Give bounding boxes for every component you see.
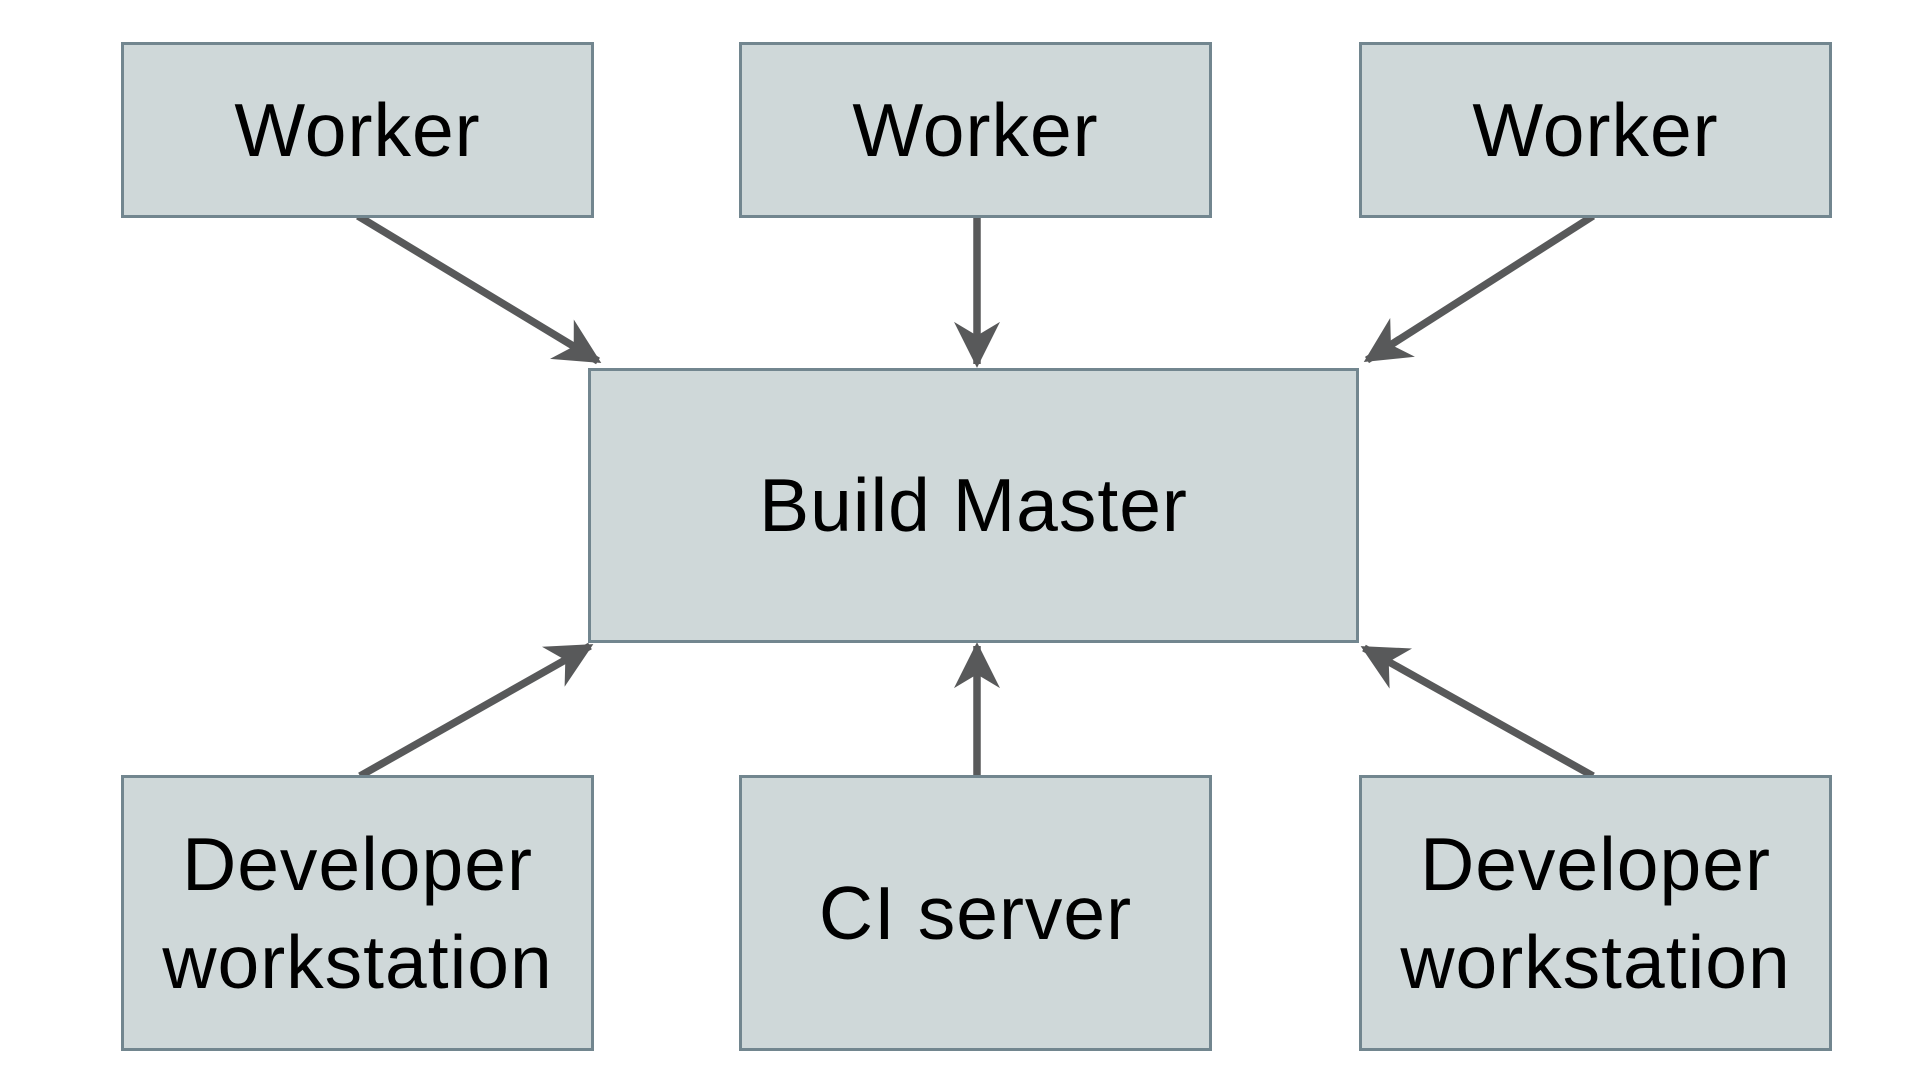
node-worker-1: Worker [121, 42, 594, 218]
node-worker-3: Worker [1359, 42, 1832, 218]
node-worker-2: Worker [739, 42, 1212, 218]
node-label-worker-1: Worker [234, 87, 481, 172]
node-ci-server: CI server [739, 775, 1212, 1051]
edge-developer-workstation-right-to-build-master [1360, 644, 1595, 780]
edge-worker-1-to-build-master [356, 212, 602, 365]
node-label-worker-2: Worker [852, 87, 1099, 172]
node-build-master: Build Master [588, 368, 1359, 643]
node-label-worker-3: Worker [1472, 87, 1719, 172]
node-label-developer-workstation-right: Developer workstation [1400, 821, 1791, 1004]
edge-developer-workstation-left-to-build-master [358, 642, 594, 780]
node-label-developer-workstation-left: Developer workstation [162, 821, 553, 1004]
node-label-ci-server: CI server [818, 870, 1133, 955]
edge-worker-3-to-build-master [1363, 212, 1596, 364]
node-developer-workstation-left: Developer workstation [121, 775, 594, 1051]
node-label-build-master: Build Master [759, 463, 1188, 548]
node-developer-workstation-right: Developer workstation [1359, 775, 1832, 1051]
